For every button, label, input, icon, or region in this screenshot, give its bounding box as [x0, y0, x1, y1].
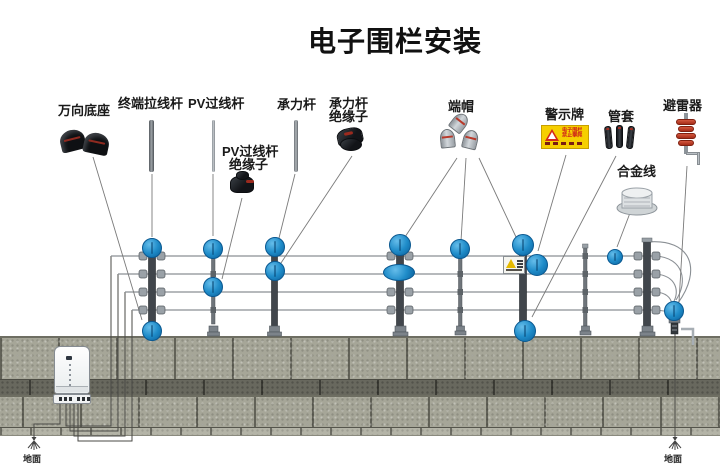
warning-triangle-icon [545, 129, 559, 141]
insulator-ball [607, 249, 623, 265]
fence-wires [111, 255, 659, 311]
insulator-ball [526, 254, 548, 276]
arrester-mount [668, 318, 695, 345]
sign-line2: 禁止攀爬 [562, 133, 583, 139]
insulator-ball [389, 234, 411, 256]
insulator-ball [514, 320, 536, 342]
insulator-ball [203, 277, 223, 297]
warning-triangle-icon [506, 259, 516, 268]
label-load-insulator-2: 绝缘子 [329, 109, 369, 124]
label-pipe-sleeves: 管套 [608, 109, 635, 124]
label-terminal-pull-pole: 终端拉线杆 [118, 96, 184, 111]
pv-pass-pole-image [212, 120, 215, 172]
insulator-ball [512, 234, 534, 256]
label-ground-left: 地面 [23, 454, 42, 464]
ground-symbol-right [668, 433, 682, 451]
wall-course-middle [0, 395, 720, 427]
label-load-pole: 承力杆 [277, 97, 317, 112]
sign-line1: 电子围栏 [562, 128, 583, 134]
fence-warning-plate [503, 256, 525, 274]
terminal-pull-pole-image [149, 120, 154, 172]
ground-symbol-left [27, 433, 41, 451]
wall [0, 336, 720, 436]
energizer-logo [66, 356, 72, 360]
insulator-ball [450, 239, 470, 259]
energizer-host [54, 346, 90, 394]
label-load-insulator-1: 承力杆 [329, 96, 369, 111]
label-pv-insulator-2: 绝缘子 [229, 157, 269, 172]
insulator-ball [203, 239, 223, 259]
label-alloy-wire: 合金线 [617, 164, 657, 179]
insulator-ball [142, 238, 162, 258]
arrester-ball [664, 301, 684, 321]
label-universal-base: 万向底座 [58, 103, 111, 118]
label-pv-pass-pole: PV过线杆 [188, 96, 245, 111]
wall-course-top [0, 336, 720, 379]
insulator-ball [142, 321, 162, 341]
load-pole-image [294, 120, 298, 172]
wall-shadow-band [0, 379, 720, 395]
alloy-wire-spool-image [616, 187, 658, 216]
label-pv-insulator-1: PV过线杆 [222, 144, 279, 159]
label-lightning-arrester: 避雷器 [663, 98, 703, 113]
label-ground-right: 地面 [664, 454, 683, 464]
fence-posts [138, 237, 661, 337]
label-end-caps: 端帽 [448, 99, 475, 114]
energizer-terminal-strip [53, 394, 91, 404]
insulator-oval [383, 264, 415, 281]
wall-course-bottom [0, 427, 720, 436]
leader-lines [92, 154, 688, 321]
insulator-ball [265, 237, 285, 257]
warning-sign-image: 电子围栏 禁止攀爬 [541, 125, 589, 149]
label-warning-sign: 警示牌 [545, 107, 585, 122]
page-title: 电子围栏安装 [307, 26, 482, 57]
insulator-ball [265, 261, 285, 281]
